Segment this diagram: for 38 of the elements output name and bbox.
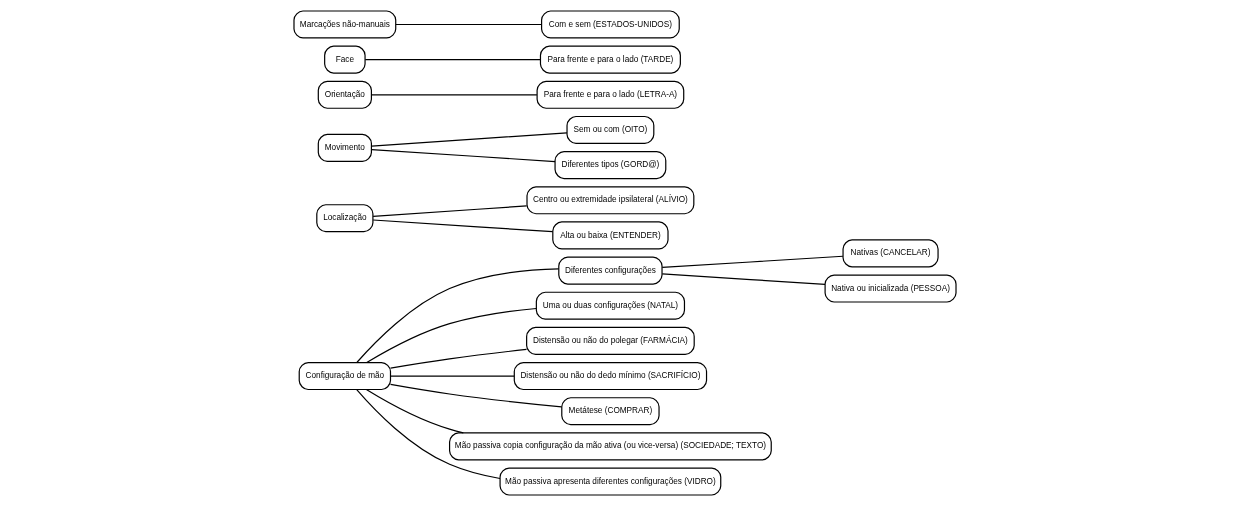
node-box: Metátese (COMPRAR)	[560, 397, 660, 426]
node-box: Alta ou baixa (ENTENDER)	[551, 221, 669, 250]
node-box: Face	[323, 45, 366, 74]
node-box: Uma ou duas configurações (NATAL)	[535, 291, 685, 320]
connector	[355, 268, 559, 363]
node-box: Localização	[315, 204, 373, 233]
node-box: Nativas (CANCELAR)	[841, 239, 939, 268]
node-box: Para frente e para o lado (LETRA-A)	[536, 80, 684, 109]
connector	[355, 389, 501, 480]
connector	[365, 388, 464, 434]
connector	[365, 307, 537, 364]
node-box: Centro ou extremidade ipsilateral (ALÍVIO)	[525, 186, 694, 215]
connector	[370, 132, 568, 147]
node-box: Distensão ou não do polegar (FARMÁCIA)	[525, 326, 695, 355]
connector	[364, 59, 541, 61]
node-box: Com e sem (ESTADOS-UNIDOS)	[540, 10, 680, 39]
node-box: Orientação	[317, 80, 372, 109]
node-box: Mão passiva apresenta diferentes configurações (VIDRO)	[498, 467, 721, 496]
node-box: Marcações não-manuais	[292, 10, 396, 39]
connector	[389, 348, 527, 369]
node-box: Movimento	[317, 133, 372, 162]
connector	[389, 383, 562, 408]
connector	[661, 273, 826, 285]
node-box: Diferentes tipos (GORD@)	[553, 151, 666, 180]
connector	[370, 149, 556, 163]
node-box: Para frente e para o lado (TARDE)	[539, 45, 681, 74]
connector	[394, 23, 542, 26]
connector	[389, 375, 515, 377]
connector	[372, 205, 527, 217]
connector	[372, 219, 553, 233]
connector	[661, 255, 844, 269]
node-box: Nativa ou inicializada (PESSOA)	[824, 274, 957, 303]
connector	[370, 94, 537, 96]
node-box: Sem ou com (OITO)	[565, 115, 654, 144]
node-box: Configuração de mão	[298, 362, 391, 391]
node-box: Distensão ou não do dedo mínimo (SACRIFÍCIO)	[513, 362, 707, 391]
node-box: Diferentes configurações	[557, 256, 663, 285]
node-box: Mão passiva copia configuração da mão ativa (ou vice-versa) (SOCIEDADE; TEXTO)	[448, 432, 772, 461]
